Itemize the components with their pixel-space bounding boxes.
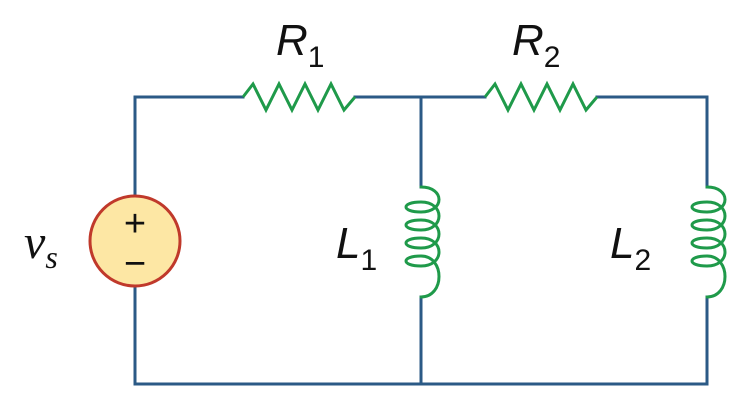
voltage-source: + − (88, 194, 182, 288)
voltage-source-circle (88, 194, 182, 288)
wires (133, 95, 709, 386)
label-r1: R1 (276, 16, 324, 74)
label-vs-sub: s (45, 239, 57, 275)
label-l2-main: L (610, 219, 634, 268)
inductor-l2 (690, 185, 727, 299)
inductor-l1 (404, 185, 441, 299)
label-l1-sub: 1 (360, 244, 377, 277)
label-l2: L2 (610, 219, 651, 277)
label-r2-main: R (512, 16, 544, 65)
label-r1-sub: 1 (308, 41, 325, 74)
label-vs: vs (24, 216, 58, 275)
label-l1: L1 (336, 219, 377, 277)
label-l2-sub: 2 (634, 244, 651, 277)
resistor-r1 (241, 80, 357, 114)
label-r2: R2 (512, 16, 560, 74)
label-r1-main: R (276, 16, 308, 65)
label-vs-main: v (24, 216, 46, 269)
source-plus-sign: + (124, 203, 146, 245)
label-r2-sub: 2 (544, 41, 561, 74)
label-l1-main: L (336, 219, 360, 268)
resistor-r2 (483, 80, 599, 114)
source-minus-sign: − (124, 243, 146, 285)
